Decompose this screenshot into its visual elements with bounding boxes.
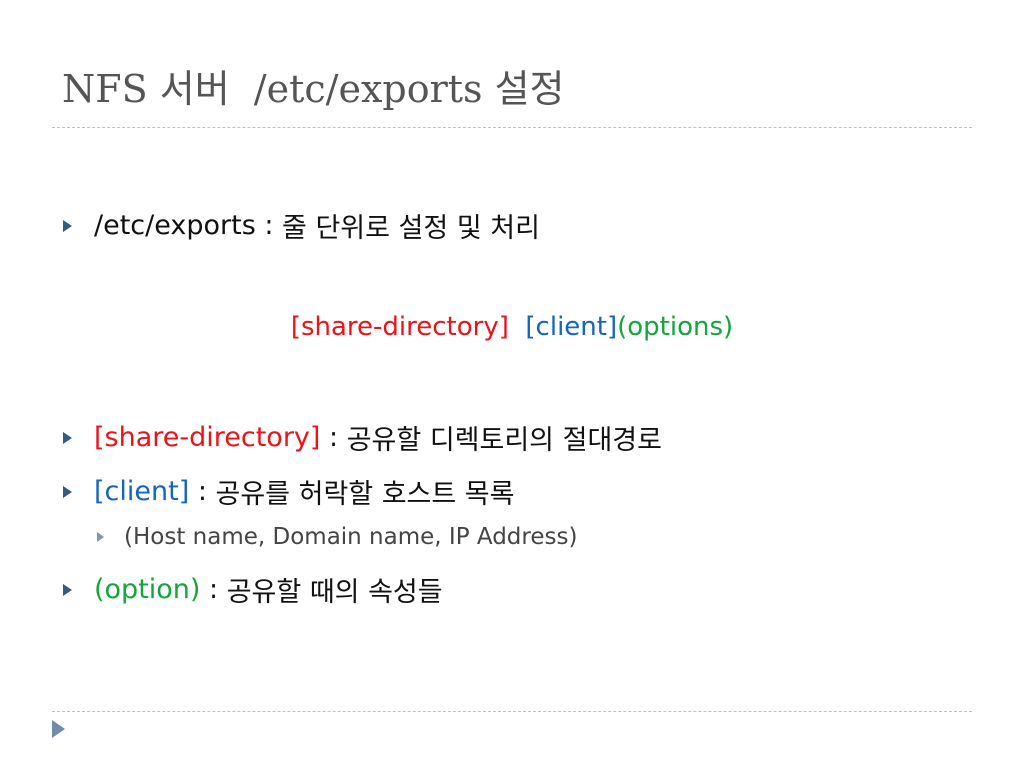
bullet-share-directory: [share-directory] : 공유할 디렉토리의 절대경로 bbox=[63, 418, 662, 457]
footer-divider bbox=[52, 711, 972, 712]
syntax-client: [client] bbox=[525, 312, 618, 342]
triangle-bullet-icon bbox=[63, 219, 72, 232]
bullet-separator: : bbox=[200, 574, 227, 605]
bullet-text: 공유를 허락할 호스트 목록 bbox=[215, 479, 515, 510]
sub-bullet-host-types: (Host name, Domain name, IP Address) bbox=[97, 524, 577, 550]
title-divider bbox=[52, 127, 972, 128]
bullet-text: 줄 단위로 설정 및 처리 bbox=[282, 213, 540, 244]
slide-title: NFS 서버 /etc/exports 설정 bbox=[62, 67, 565, 111]
bullet-prefix: /etc/exports bbox=[94, 210, 256, 241]
bullet-separator: : bbox=[189, 476, 216, 507]
bullet-key-share-directory: [share-directory] bbox=[94, 422, 321, 453]
syntax-options: (options) bbox=[617, 312, 734, 342]
bullet-key-option: (option) bbox=[94, 574, 201, 605]
bullet-text: 공유할 때의 속성들 bbox=[226, 577, 443, 608]
triangle-bullet-icon bbox=[63, 485, 72, 498]
export-syntax-line: [share-directory] [client](options) bbox=[0, 312, 1024, 342]
bullet-etc-exports: /etc/exports : 줄 단위로 설정 및 처리 bbox=[63, 206, 540, 245]
play-arrow-icon[interactable] bbox=[52, 720, 65, 738]
bullet-client: [client] : 공유를 허락할 호스트 목록 bbox=[63, 472, 515, 511]
syntax-share-directory: [share-directory] bbox=[290, 312, 509, 342]
bullet-option: (option) : 공유할 때의 속성들 bbox=[63, 570, 443, 609]
bullet-separator: : bbox=[320, 422, 347, 453]
triangle-bullet-icon bbox=[63, 583, 72, 596]
triangle-bullet-icon bbox=[97, 532, 104, 542]
bullet-key-client: [client] bbox=[94, 476, 190, 507]
bullet-text: 공유할 디렉토리의 절대경로 bbox=[346, 425, 662, 456]
sub-bullet-text: (Host name, Domain name, IP Address) bbox=[124, 524, 578, 550]
bullet-separator: : bbox=[255, 210, 283, 241]
triangle-bullet-icon bbox=[63, 431, 72, 444]
